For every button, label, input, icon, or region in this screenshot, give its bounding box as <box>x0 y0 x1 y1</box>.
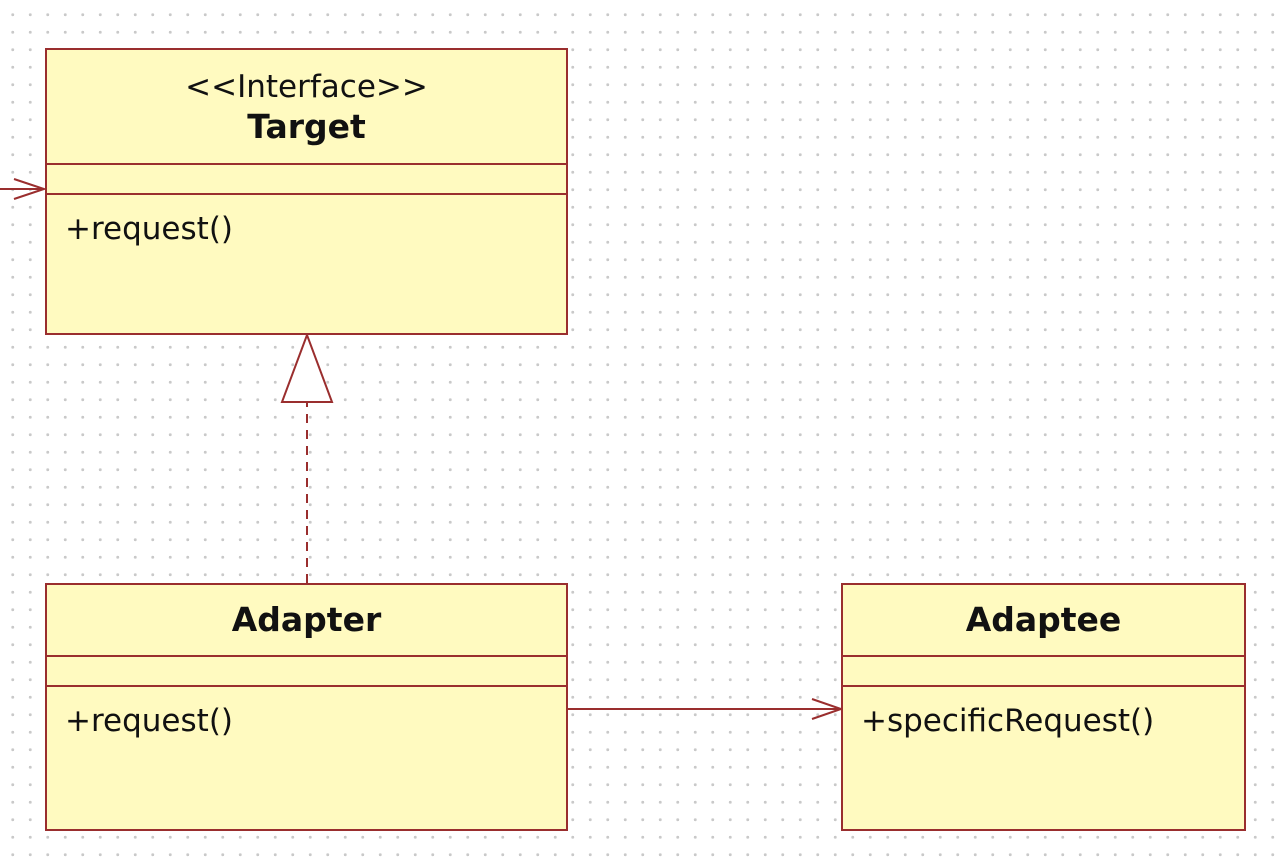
adaptee-operations-compartment: +specificRequest() <box>843 687 1244 741</box>
adapter-class-name: Adapter <box>231 600 382 639</box>
target-operation: +request() <box>65 211 234 247</box>
adapter-name-compartment: Adapter <box>47 585 566 657</box>
target-class-box[interactable]: <<Interface>> Target +request() <box>45 48 568 335</box>
target-stereotype: <<Interface>> <box>185 68 428 105</box>
incoming-association-arrowhead <box>13 178 48 200</box>
target-attributes-compartment <box>47 165 566 195</box>
target-name-compartment: <<Interface>> Target <box>47 50 566 165</box>
adaptee-class-name: Adaptee <box>965 600 1122 639</box>
adapter-attributes-compartment <box>47 657 566 687</box>
adaptee-attributes-compartment <box>843 657 1244 687</box>
adaptee-name-compartment: Adaptee <box>843 585 1244 657</box>
adapter-operation: +request() <box>65 703 234 739</box>
target-operations-compartment: +request() <box>47 195 566 249</box>
adapter-operations-compartment: +request() <box>47 687 566 741</box>
adaptee-operation: +specificRequest() <box>861 703 1155 739</box>
target-class-name: Target <box>247 106 366 146</box>
realization-arrowhead <box>280 332 334 403</box>
adaptee-class-box[interactable]: Adaptee +specificRequest() <box>841 583 1246 831</box>
adapter-class-box[interactable]: Adapter +request() <box>45 583 568 831</box>
